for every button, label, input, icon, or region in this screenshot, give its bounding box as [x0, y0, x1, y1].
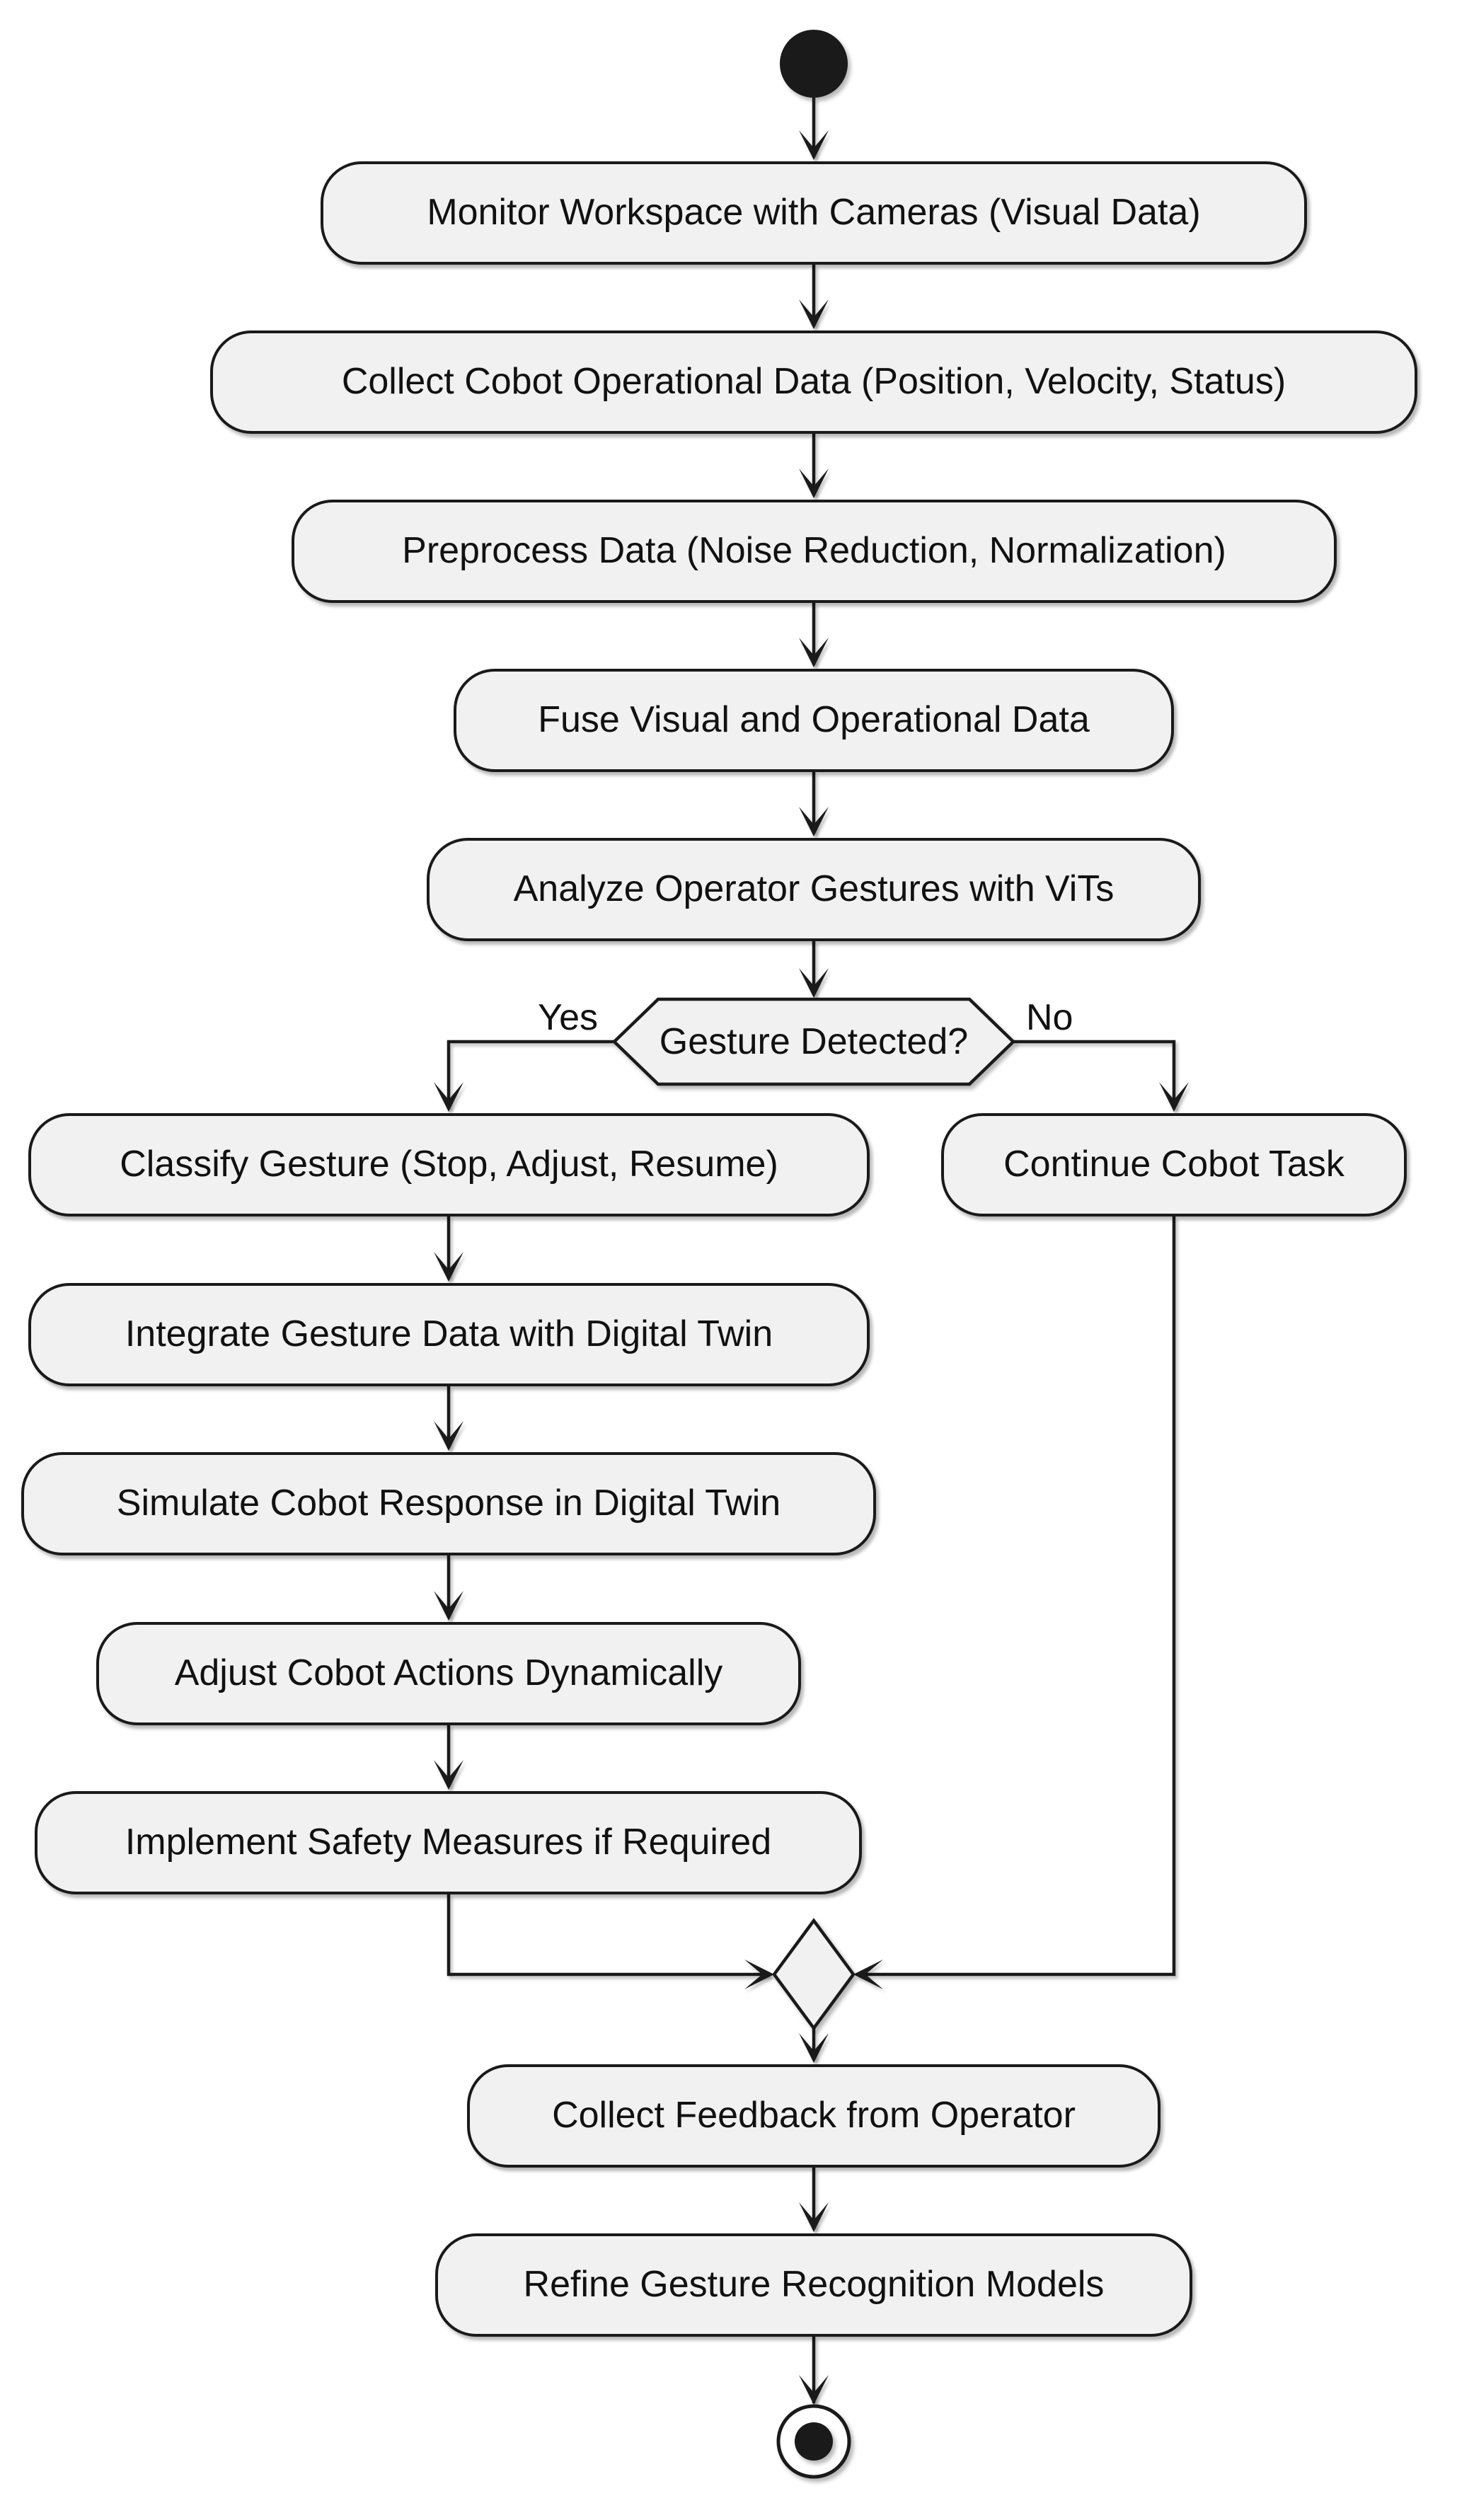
arrowhead-down [434, 1421, 463, 1451]
edge-label-no: No [1026, 997, 1073, 1038]
arrowhead-down [799, 2202, 829, 2232]
arrowhead-left [853, 1960, 883, 1989]
node-safety-measures: Implement Safety Measures if Required [35, 1791, 862, 1894]
arrowhead-down [799, 807, 829, 836]
decision-label: Gesture Detected? [659, 1021, 969, 1062]
start-node-icon [780, 30, 848, 98]
node-simulate-response: Simulate Cobot Response in Digital Twin [21, 1452, 876, 1555]
node-refine-models: Refine Gesture Recognition Models [435, 2233, 1192, 2337]
arrowhead-down [799, 2033, 829, 2063]
edge-decision-no-continue [1013, 1040, 1176, 1109]
node-preprocess-data: Preprocess Data (Noise Reduction, Normal… [292, 500, 1337, 603]
arrowhead-down [799, 968, 829, 998]
arrowhead-down [799, 468, 829, 498]
merge-diamond [772, 1918, 856, 2031]
node-adjust-actions: Adjust Cobot Actions Dynamically [96, 1622, 801, 1725]
node-monitor-workspace: Monitor Workspace with Cameras (Visual D… [321, 161, 1307, 265]
edge-decision-yes-classify [447, 1040, 614, 1109]
node-collect-feedback: Collect Feedback from Operator [467, 2064, 1161, 2168]
edge-safety-merge [447, 1894, 770, 1977]
node-continue-cobot-task: Continue Cobot Task [941, 1113, 1407, 1216]
node-integrate-digital-twin: Integrate Gesture Data with Digital Twin [28, 1283, 870, 1386]
decision-hexagon [611, 997, 1016, 1086]
edge-continue-merge [858, 1216, 1176, 1977]
arrowhead-down [799, 638, 829, 667]
node-fuse-data: Fuse Visual and Operational Data [454, 669, 1174, 772]
node-collect-operational-data: Collect Cobot Operational Data (Position… [210, 330, 1417, 434]
arrowhead-down [434, 1082, 463, 1112]
arrowhead-down [1159, 1082, 1189, 1112]
arrowhead-down [434, 1591, 463, 1621]
end-node-inner-dot [795, 2422, 833, 2461]
node-analyze-gestures: Analyze Operator Gestures with ViTs [427, 838, 1201, 941]
arrowhead-down [799, 2375, 829, 2405]
arrowhead-down [799, 299, 829, 329]
arrowhead-down [434, 1252, 463, 1282]
edge-label-yes: Yes [538, 997, 598, 1038]
node-classify-gesture: Classify Gesture (Stop, Adjust, Resume) [28, 1113, 870, 1216]
arrowhead-down [799, 130, 829, 160]
arrowhead-right [744, 1960, 774, 1989]
arrowhead-down [434, 1760, 463, 1790]
